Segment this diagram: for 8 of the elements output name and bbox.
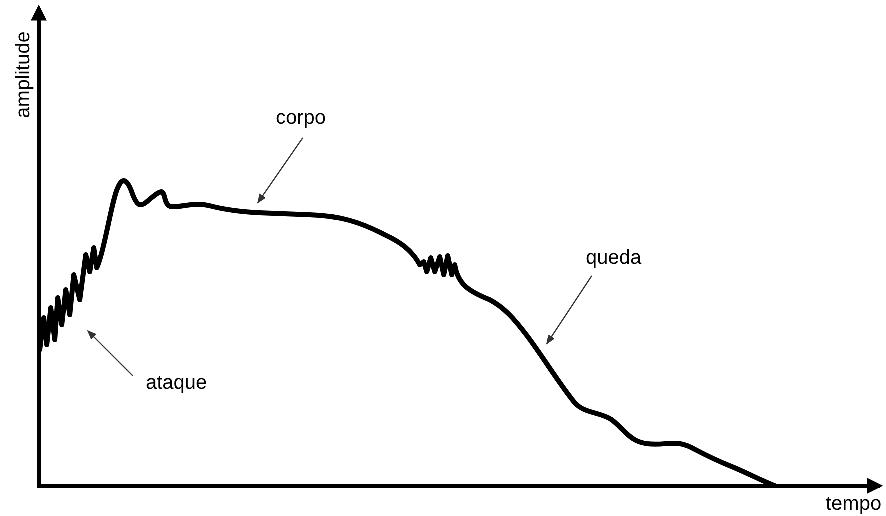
stage-label: queda <box>586 246 642 270</box>
leader-line <box>257 138 304 204</box>
axis-label: tempo <box>826 492 882 516</box>
leader-line <box>546 276 592 345</box>
stage-label: ataque <box>146 371 208 395</box>
axis-label: amplitude <box>11 32 36 118</box>
leader-line <box>87 330 134 376</box>
stage-label: corpo <box>276 106 326 130</box>
